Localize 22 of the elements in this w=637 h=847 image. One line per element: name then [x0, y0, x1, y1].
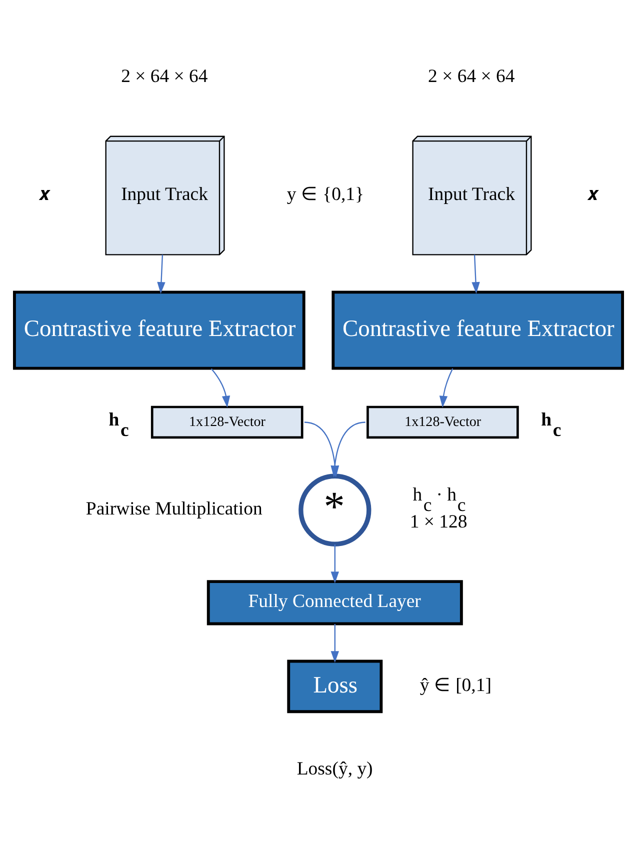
label: y ∈ {0,1} — [286, 183, 364, 204]
node-circle: * — [298, 473, 372, 546]
node-label: Loss(ŷ, y) — [296, 758, 373, 780]
node-label: Pairwise Multiplication — [86, 498, 262, 520]
arrow — [330, 421, 366, 477]
node-box: Contrastive feature Extractor — [332, 290, 624, 370]
arrow — [439, 368, 454, 408]
node-box: Fully Connected Layer — [206, 580, 463, 625]
arrow — [330, 623, 339, 662]
node-box: Contrastive feature Extractor — [13, 290, 306, 370]
arrow — [210, 368, 230, 408]
node-label: 𝒙 — [586, 183, 599, 204]
node-label: ŷ ∈ [0,1] — [420, 674, 492, 696]
arrow — [472, 254, 480, 294]
arrow — [157, 254, 166, 294]
node-label: 1 × 128 — [410, 510, 468, 532]
node-box: Loss — [287, 659, 383, 713]
node-label: 2 × 64 × 64 — [428, 66, 515, 87]
node-label: 𝒙 — [38, 183, 50, 204]
arrow — [304, 421, 340, 477]
node-label: 2 × 64 × 64 — [121, 66, 208, 87]
arrow — [330, 544, 339, 583]
